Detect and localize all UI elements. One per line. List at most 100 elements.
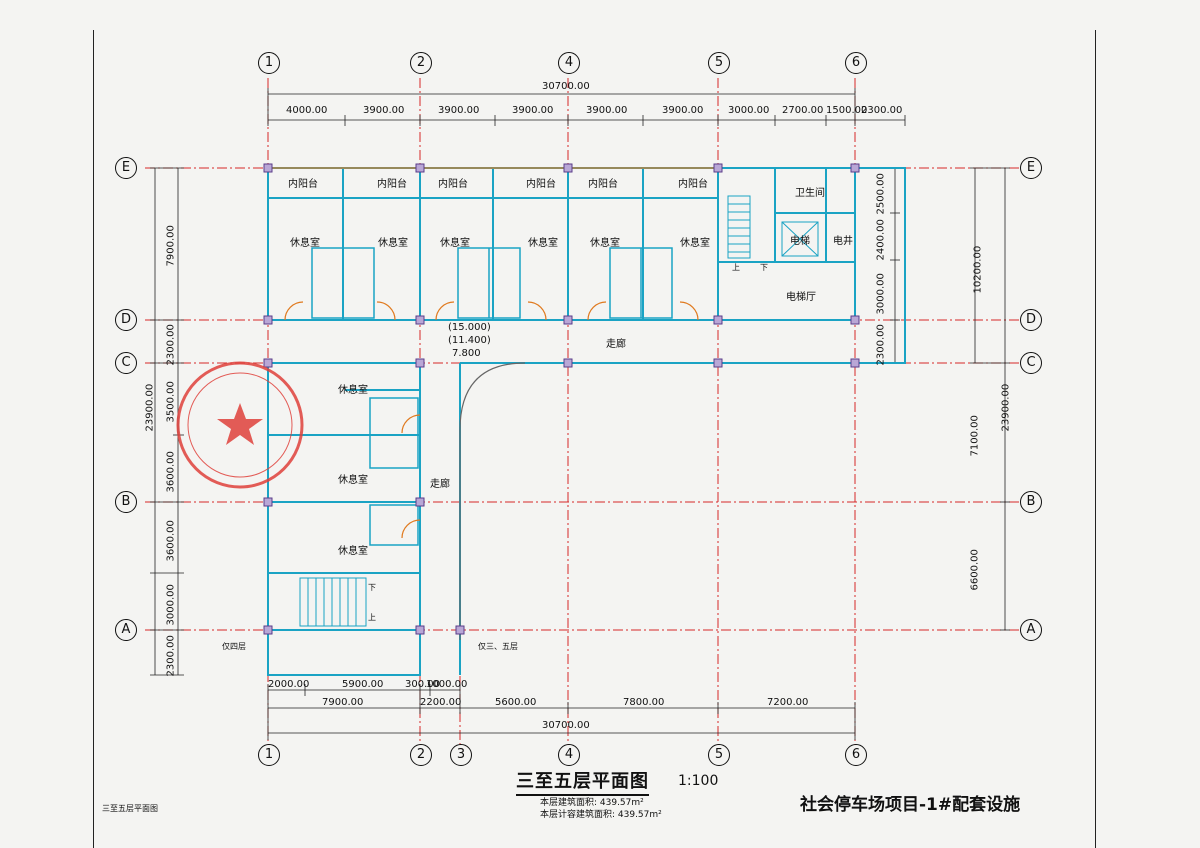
room-label-rest-2: 休息室 bbox=[378, 238, 408, 249]
dim-right-outer-4: 6600.00 bbox=[969, 549, 981, 591]
axis-bubble-row-E-right: E bbox=[1020, 157, 1042, 179]
axis-bubble-col-6-top: 6 bbox=[845, 52, 867, 74]
room-label-rest-1: 休息室 bbox=[290, 238, 320, 249]
toilet-pods bbox=[311, 247, 673, 546]
axis-bubble-col-4-top: 4 bbox=[558, 52, 580, 74]
room-label-rest-3: 休息室 bbox=[440, 238, 470, 249]
stair-up-label-2: 上 bbox=[368, 613, 376, 622]
room-label-elevator: 电梯 bbox=[790, 236, 810, 247]
dim-top-seg-9: 1500.00 bbox=[826, 105, 868, 116]
corridor-curve bbox=[459, 362, 526, 640]
dimension-lines-top bbox=[267, 88, 906, 126]
dim-bottom-r1-4: 1000.00 bbox=[426, 679, 468, 690]
axis-bubble-col-2-top: 2 bbox=[410, 52, 432, 74]
doors bbox=[268, 167, 718, 539]
axis-bubble-row-B-left: B bbox=[115, 491, 137, 513]
axis-grid bbox=[145, 78, 1020, 745]
floor-area-counted: 本层计容建筑面积: 439.57m² bbox=[540, 810, 662, 820]
room-label-balcony-6: 内阳台 bbox=[678, 179, 708, 190]
dim-left-7: 3000.00 bbox=[165, 584, 177, 626]
drawing-title: 三至五层平面图 bbox=[516, 767, 649, 796]
level-label-1: (15.000) bbox=[448, 322, 491, 333]
dim-right-inner-4: 2300.00 bbox=[875, 324, 887, 366]
room-label-corridor-1: 走廊 bbox=[606, 339, 626, 350]
dim-left-4: 3500.00 bbox=[165, 381, 177, 423]
axis-bubble-col-2-bottom: 2 bbox=[410, 744, 432, 766]
drawing-scale: 1:100 bbox=[678, 773, 719, 789]
dim-bottom-r2-5: 7200.00 bbox=[767, 697, 809, 708]
room-label-rest-4: 休息室 bbox=[528, 238, 558, 249]
room-label-balcony-3: 内阳台 bbox=[438, 179, 468, 190]
note-right: 仅三、五层 bbox=[478, 642, 518, 651]
dim-bottom-r2-4: 7800.00 bbox=[623, 697, 665, 708]
dim-left-6: 3600.00 bbox=[165, 520, 177, 562]
axis-bubble-col-4-bottom: 4 bbox=[558, 744, 580, 766]
dim-left-2: 2300.00 bbox=[165, 324, 177, 366]
dim-right-outer-2: 23900.00 bbox=[1000, 383, 1012, 432]
dim-bottom-r2-2: 2200.00 bbox=[420, 697, 462, 708]
dim-top-seg-5: 3900.00 bbox=[586, 105, 628, 116]
room-label-corridor-2: 走廊 bbox=[430, 479, 450, 490]
dim-right-inner-2: 2400.00 bbox=[875, 219, 887, 261]
axis-bubble-row-B-right: B bbox=[1020, 491, 1042, 513]
axis-bubble-row-A-right: A bbox=[1020, 619, 1042, 641]
dim-top-total: 30700.00 bbox=[542, 81, 590, 92]
stair-up-label-1: 上 bbox=[732, 263, 740, 272]
official-seal bbox=[176, 361, 304, 489]
dim-right-inner-3: 3000.00 bbox=[875, 273, 887, 315]
stair-down-label-2: 下 bbox=[368, 583, 376, 592]
frame-left bbox=[93, 30, 94, 848]
axis-bubble-row-C-left: C bbox=[115, 352, 137, 374]
axis-bubble-row-A-left: A bbox=[115, 619, 137, 641]
walls bbox=[267, 167, 906, 676]
stair-down-label-1: 下 bbox=[760, 263, 768, 272]
axis-bubble-col-6-bottom: 6 bbox=[845, 744, 867, 766]
note-left: 仅四层 bbox=[222, 642, 246, 651]
room-label-rest-8: 休息室 bbox=[338, 475, 368, 486]
dim-top-seg-6: 3900.00 bbox=[662, 105, 704, 116]
dim-right-outer-1: 10200.00 bbox=[972, 245, 984, 294]
dim-bottom-r2-3: 5600.00 bbox=[495, 697, 537, 708]
dim-left-5: 3600.00 bbox=[165, 451, 177, 493]
room-label-rest-9: 休息室 bbox=[338, 546, 368, 557]
dim-top-seg-2: 3900.00 bbox=[363, 105, 405, 116]
room-label-rest-6: 休息室 bbox=[680, 238, 710, 249]
dimension-lines-right bbox=[890, 167, 1010, 631]
axis-bubble-col-5-bottom: 5 bbox=[708, 744, 730, 766]
dim-bottom-total: 30700.00 bbox=[542, 720, 590, 731]
axis-bubble-row-C-right: C bbox=[1020, 352, 1042, 374]
dim-bottom-r2-1: 7900.00 bbox=[322, 697, 364, 708]
dim-top-seg-1: 4000.00 bbox=[286, 105, 328, 116]
corner-sheet-label: 三至五层平面图 bbox=[102, 804, 158, 813]
axis-bubble-col-5-top: 5 bbox=[708, 52, 730, 74]
stairs bbox=[299, 195, 819, 627]
axis-bubble-col-1-bottom: 1 bbox=[258, 744, 280, 766]
axis-bubble-col-1-top: 1 bbox=[258, 52, 280, 74]
columns bbox=[263, 163, 860, 635]
level-label-3: 7.800 bbox=[452, 348, 481, 359]
dim-right-inner-1: 2500.00 bbox=[875, 173, 887, 215]
floor-area: 本层建筑面积: 439.57m² bbox=[540, 798, 644, 808]
room-label-toilet: 卫生间 bbox=[795, 188, 825, 199]
room-label-rest-7: 休息室 bbox=[338, 385, 368, 396]
dim-bottom-r1-3: 300.00 bbox=[405, 679, 440, 690]
room-label-shaft: 电井 bbox=[833, 236, 853, 247]
room-label-balcony-2: 内阳台 bbox=[377, 179, 407, 190]
dim-top-seg-8: 2700.00 bbox=[782, 105, 824, 116]
axis-bubble-row-E-left: E bbox=[115, 157, 137, 179]
project-name: 社会停车场项目-1#配套设施 bbox=[800, 795, 1021, 815]
dim-bottom-r1-2: 5900.00 bbox=[342, 679, 384, 690]
axis-bubble-col-3-bottom: 3 bbox=[450, 744, 472, 766]
dim-bottom-r1-1: 2000.00 bbox=[268, 679, 310, 690]
axis-bubble-row-D-right: D bbox=[1020, 309, 1042, 331]
dim-left-1: 7900.00 bbox=[165, 225, 177, 267]
dim-left-8: 2300.00 bbox=[165, 635, 177, 677]
dim-right-outer-3: 7100.00 bbox=[969, 415, 981, 457]
dimension-lines-bottom bbox=[267, 684, 856, 740]
axis-bubble-row-D-left: D bbox=[115, 309, 137, 331]
room-label-lobby: 电梯厅 bbox=[786, 292, 816, 303]
room-label-balcony-4: 内阳台 bbox=[526, 179, 556, 190]
room-label-balcony-1: 内阳台 bbox=[288, 179, 318, 190]
level-label-2: (11.400) bbox=[448, 335, 491, 346]
